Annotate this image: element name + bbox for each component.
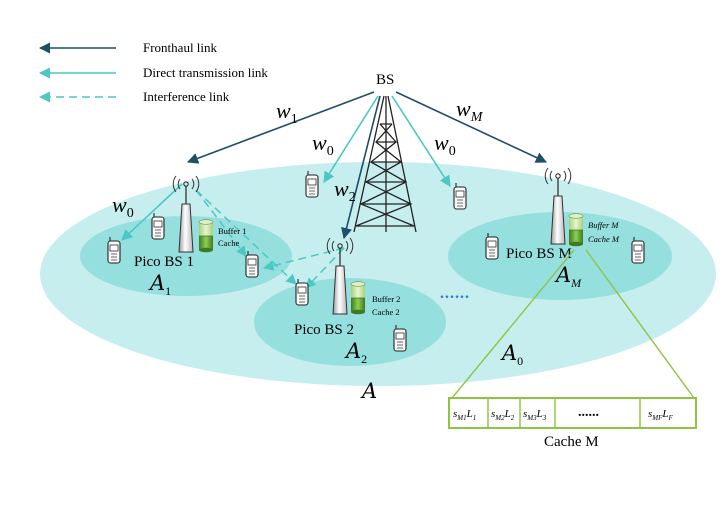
weight-wm: wM: [456, 96, 484, 125]
phone-icon: [151, 212, 165, 240]
pico-bs-1: Buffer 1 Cache Pico BS 1 A1: [134, 175, 246, 298]
direct-links: [121, 95, 451, 241]
direct-link-bs-user-left: [323, 95, 379, 183]
cache-cylinder-icon: [198, 219, 214, 253]
cache-zoom-lines: [451, 249, 695, 399]
more-picos-ellipsis: ......: [440, 285, 470, 302]
interference-links: [195, 189, 345, 289]
phone-icon: [485, 232, 499, 260]
phone-icon: [393, 324, 407, 352]
phone-icon: [245, 250, 259, 278]
cache-cell-1: sM1L1: [453, 408, 476, 422]
area-label: A2: [344, 339, 367, 366]
phone-icon: [305, 170, 319, 198]
fronthaul-link-1: [186, 91, 375, 164]
buffer-label: Buffer 2: [372, 294, 400, 304]
macro-area-label: A0: [500, 341, 523, 368]
pico-bs-label: Pico BS M: [506, 246, 572, 262]
legend-item-interference: Interference link: [38, 89, 230, 104]
buffer-label: Buffer M: [588, 220, 619, 230]
direct-link-pico1-user: [121, 183, 183, 241]
legend-label-interference: Interference link: [143, 89, 230, 104]
fronthaul-link-m: [395, 91, 548, 163]
legend-label-direct: Direct transmission link: [143, 65, 268, 80]
legend-item-direct: Direct transmission link: [38, 65, 268, 80]
pico-bs-label: Pico BS 2: [294, 322, 354, 338]
cache-label: Cache: [218, 238, 239, 248]
cache-cell-2: sM2L2: [491, 408, 515, 422]
cache-cell-ellipsis: ......: [578, 405, 599, 420]
cache-cylinder-icon: [568, 213, 584, 247]
legend-item-fronthaul: Fronthaul link: [38, 40, 218, 55]
cache-cylinder-icon: [350, 281, 366, 315]
pico-bs-label: Pico BS 1: [134, 254, 194, 270]
weight-w1: w1: [276, 98, 298, 127]
direct-link-bs-user-right: [391, 95, 451, 187]
cache-label: Cache 2: [372, 307, 400, 317]
pico-bs-2: Buffer 2 Cache 2 Pico BS 2 A2: [294, 237, 400, 366]
legend: Fronthaul link Direct transmission link …: [38, 40, 268, 104]
cache-label: Cache M: [588, 234, 620, 244]
phone-icon: [631, 236, 645, 264]
phone-icon: [107, 236, 121, 264]
cache-cell-f: sMFLF: [648, 408, 674, 422]
cache-cell-3: sM3L3: [523, 408, 547, 422]
cache-caption: Cache M: [544, 434, 599, 450]
fronthaul-link-2: [341, 95, 381, 240]
buffer-label: Buffer 1: [218, 226, 246, 236]
phone-icon: [453, 182, 467, 210]
weight-w0-right: w0: [434, 130, 456, 159]
weight-w0-left: w0: [312, 130, 334, 159]
phone-icon: [295, 278, 309, 306]
cache-block: sM1L1 sM2L2 sM3L3 ...... sMFLF Cache M: [448, 397, 697, 450]
pico-bs-m: Buffer M Cache M Pico BS M AM: [506, 167, 620, 290]
legend-label-fronthaul: Fronthaul link: [143, 40, 218, 55]
weight-w2: w2: [334, 176, 356, 205]
fronthaul-links: [186, 91, 548, 240]
pico-area-m: [448, 212, 672, 300]
weight-w0-pico1: w0: [112, 192, 134, 221]
area-label: A1: [148, 271, 171, 298]
macro-bs-tower: [353, 95, 417, 233]
bs-label: BS: [376, 72, 394, 88]
total-area-label: A: [360, 379, 377, 403]
